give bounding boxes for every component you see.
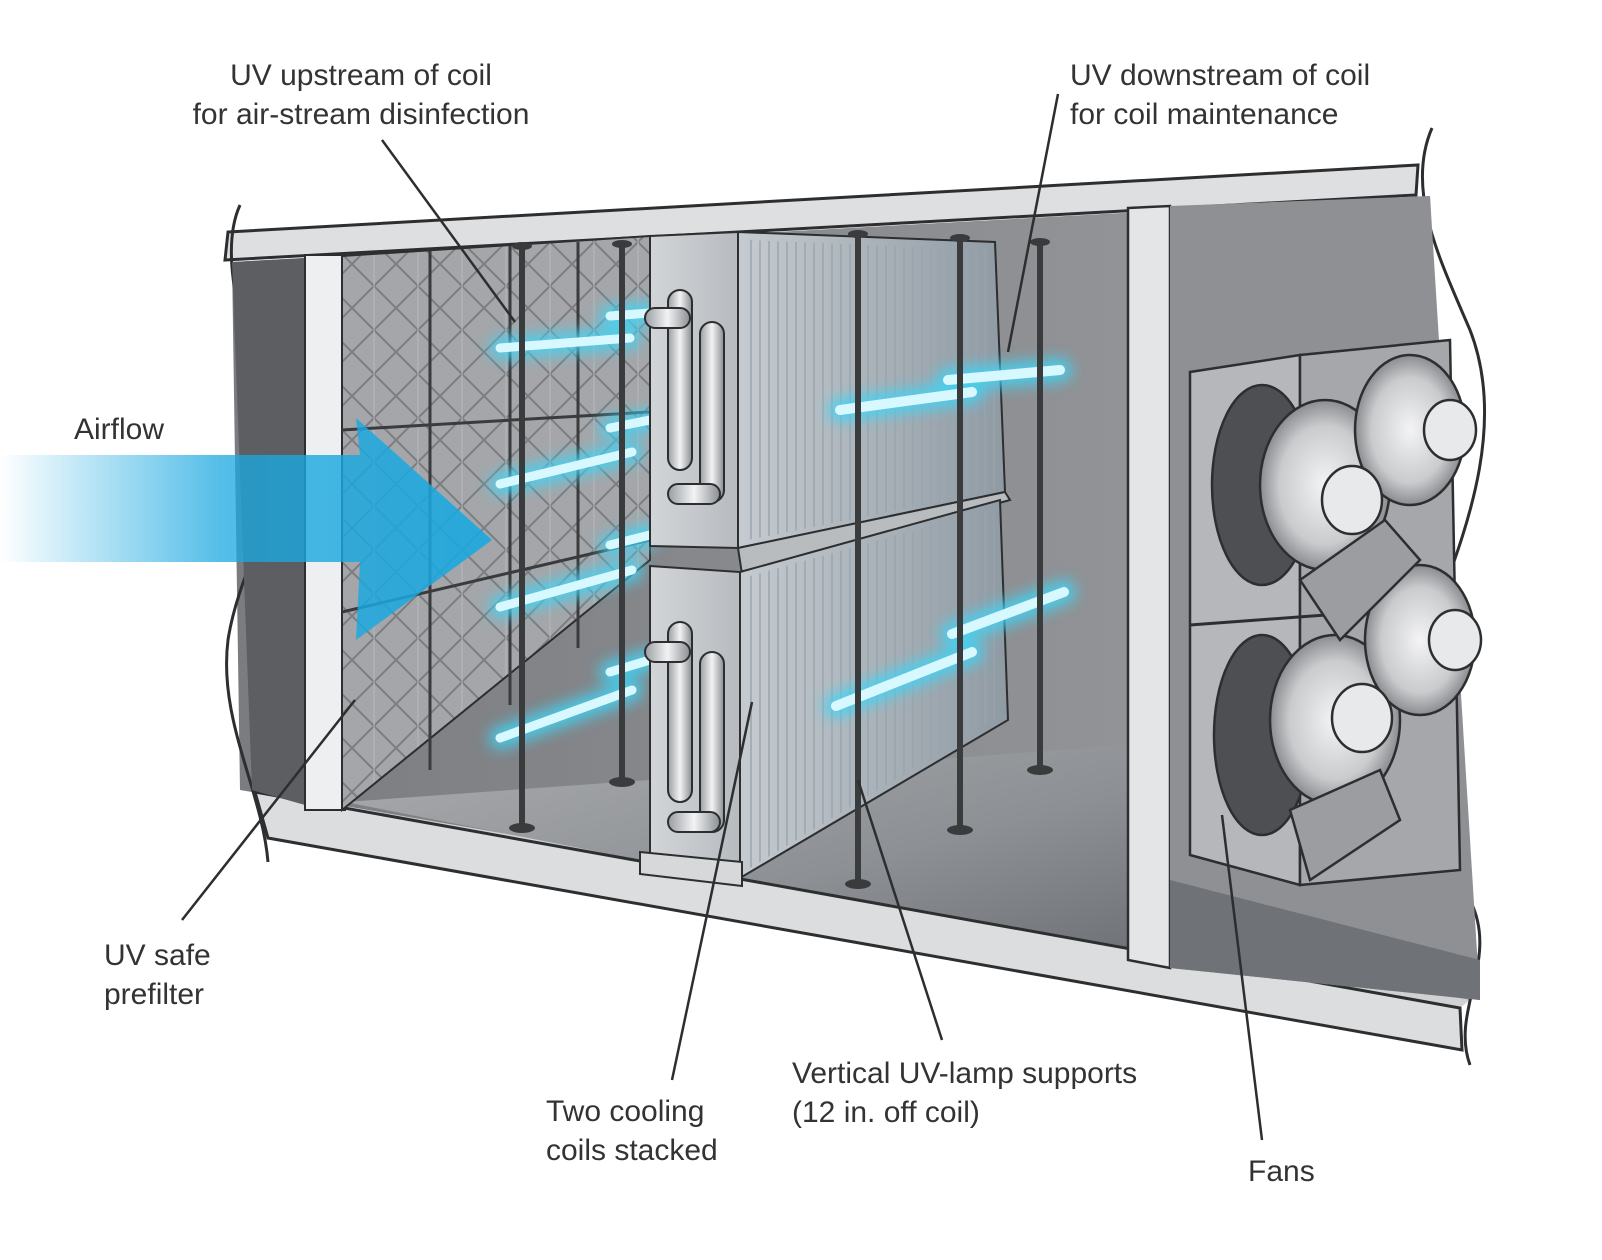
lamp-support-foot xyxy=(1027,765,1053,775)
label-prefilter: UV safe prefilter xyxy=(104,939,211,1011)
lamp-support-foot xyxy=(509,823,535,833)
callout-lines xyxy=(181,93,1264,1141)
lamp-support-cap xyxy=(950,234,970,242)
coil-base-plate xyxy=(639,850,743,888)
uv-lamp xyxy=(605,415,655,433)
callout-line-lamp-supports xyxy=(856,779,944,1041)
lamp-support-cap xyxy=(612,240,632,248)
uv-lamp xyxy=(605,530,655,550)
coil-header-pipe xyxy=(667,811,721,833)
uv-lamp xyxy=(605,308,655,321)
callout-line-uv-downstream xyxy=(1006,93,1060,353)
label-fans: Fans xyxy=(1248,1155,1315,1188)
downstream-lamp-supports xyxy=(855,233,1043,885)
prefilter-panels xyxy=(341,234,651,813)
housing-bottom-panel xyxy=(252,790,1464,1052)
prefilter-bank xyxy=(304,234,651,813)
fan-discharge xyxy=(1298,518,1422,642)
label-cooling-coils: Two cooling coils stacked xyxy=(546,1095,718,1167)
fan-motor xyxy=(1422,398,1478,462)
coil-header-pipe xyxy=(699,651,725,833)
lamp-support-foot xyxy=(845,879,871,889)
label-lamp-supports: Vertical UV-lamp supports (12 in. off co… xyxy=(792,1057,1138,1129)
fan-chamber-floor xyxy=(1170,880,1480,1000)
uv-lamp xyxy=(605,655,655,677)
fan-section xyxy=(1126,196,1483,1000)
coil-header-pipe xyxy=(667,621,693,803)
upstream-lamp-supports xyxy=(519,243,625,829)
coil-header-pipe xyxy=(644,641,691,663)
fan-motor xyxy=(1320,464,1384,536)
housing-top-panel xyxy=(223,163,1420,262)
callout-line-fans xyxy=(1220,814,1264,1141)
callout-line-uv-upstream xyxy=(380,139,517,323)
fan-motor xyxy=(1427,608,1483,672)
airflow-arrow xyxy=(0,418,492,640)
coil-header-pipe xyxy=(667,483,721,505)
lamp-support-cap xyxy=(848,230,868,238)
coil-header-pipe xyxy=(699,321,725,503)
lamp-support-cap xyxy=(512,242,532,250)
fan-motor xyxy=(1330,682,1394,754)
callout-line-cooling-coils xyxy=(670,701,754,1081)
lamp-support-foot xyxy=(609,777,635,787)
uv-lamp xyxy=(947,587,1069,639)
coil-header-pipe xyxy=(644,307,691,329)
uv-lamp xyxy=(835,387,977,415)
coil-header-pipe xyxy=(667,289,693,471)
label-uv-downstream: UV downstream of coil for coil maintenan… xyxy=(1070,59,1371,131)
label-airflow: Airflow xyxy=(74,413,165,446)
fan-discharge xyxy=(1288,768,1402,882)
label-uv-upstream: UV upstream of coil for air-stream disin… xyxy=(192,59,530,131)
lamp-support-cap xyxy=(1030,238,1050,246)
lamp-support-foot xyxy=(947,825,973,835)
fan-partition-wall xyxy=(1126,204,1172,970)
callout-line-prefilter xyxy=(181,699,356,921)
upper-coil-fins xyxy=(748,240,998,540)
